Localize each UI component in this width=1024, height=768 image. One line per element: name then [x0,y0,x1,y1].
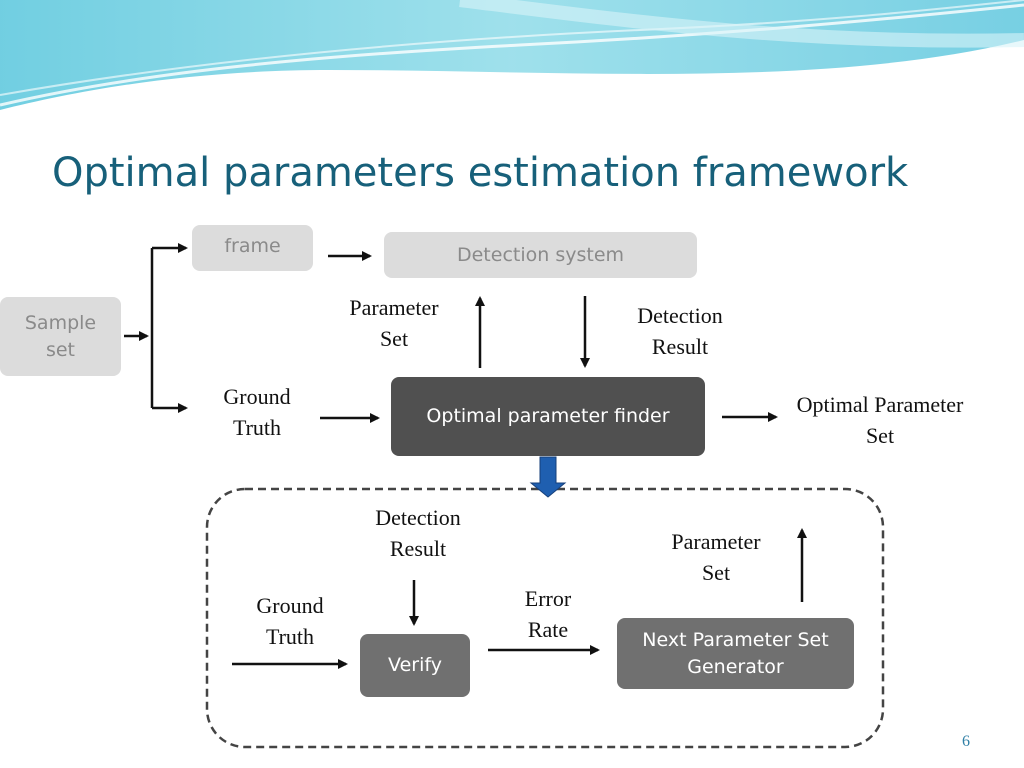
optimal-parameter-set-label: Optimal Parameter Set [796,392,964,448]
frame-box: frame [192,225,313,271]
verify-box: Verify [360,634,470,697]
ground-truth-label-inner: Ground Truth [256,593,324,649]
frame-label: frame [224,235,281,257]
next-parameter-set-generator-box: Next Parameter Set Generator [617,618,854,689]
detection-system-box: Detection system [384,232,697,278]
ground-truth-label-top: Ground Truth [223,384,291,440]
optimal-parameter-finder-label: Optimal parameter finder [426,405,670,428]
slide-title: Optimal parameters estimation framework [52,150,909,196]
header-wave-decoration [0,0,1024,110]
parameter-set-label-top: Parameter Set [349,295,439,351]
optimal-parameter-finder-box: Optimal parameter finder [391,377,705,456]
detection-result-label-top: Detection Result [637,303,723,359]
detection-system-label: Detection system [456,243,625,266]
error-rate-label: Error Rate [524,586,572,642]
sample-set-box: Sample set [0,297,121,376]
verify-label: Verify [388,654,442,677]
detection-result-label-inner: Detection Result [375,505,461,561]
parameter-set-label-inner: Parameter Set [671,529,761,585]
expand-down-arrow [529,456,567,498]
sample-set-label: Sample set [24,311,97,361]
page-number: 6 [962,733,970,750]
next-parameter-set-generator-label: Next Parameter Set Generator [642,628,829,678]
